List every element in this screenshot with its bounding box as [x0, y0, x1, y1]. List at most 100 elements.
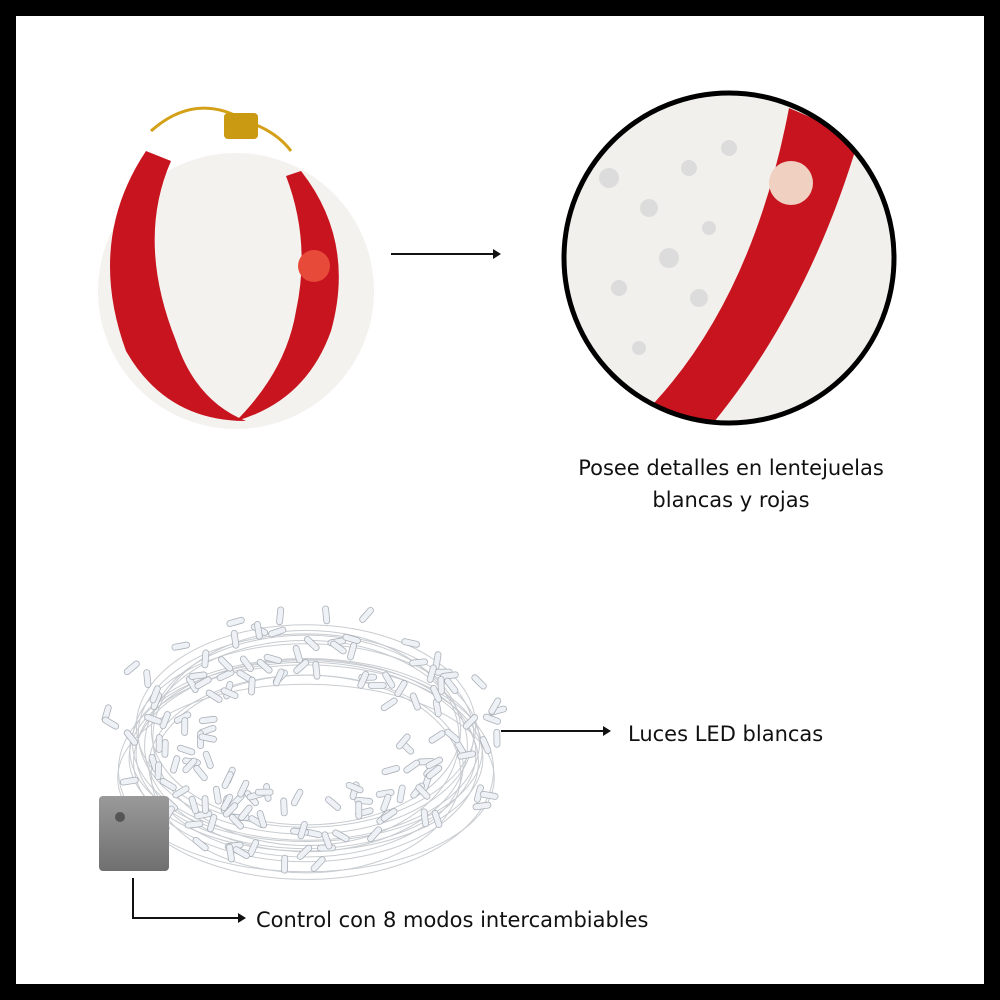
- led-bulb: [101, 716, 120, 730]
- led-bulb: [220, 687, 239, 699]
- led-bulb: [198, 715, 218, 725]
- led-bulb: [256, 810, 267, 829]
- led-bulb: [155, 734, 163, 753]
- led-bulb: [212, 785, 222, 805]
- control-caption: Control con 8 modos intercambiables: [256, 908, 649, 932]
- led-bulb: [428, 730, 446, 744]
- led-bulb: [330, 640, 347, 655]
- led-bulb: [263, 653, 283, 664]
- led-bulb: [471, 674, 487, 690]
- led-bulb: [149, 685, 161, 704]
- led-bulb: [159, 777, 177, 791]
- led-bulb: [342, 633, 361, 645]
- led-bulb: [444, 728, 461, 744]
- led-bulb: [216, 669, 235, 682]
- led-bulb: [292, 645, 303, 664]
- led-bulb: [493, 728, 501, 748]
- led-bulb: [462, 714, 479, 730]
- led-bulb: [355, 800, 363, 820]
- led-bulb: [222, 802, 239, 818]
- led-bulb: [276, 606, 285, 626]
- led-bulb: [272, 668, 285, 687]
- led-bulb: [194, 676, 212, 690]
- led-bulb: [430, 684, 443, 703]
- led-bulb: [345, 781, 364, 794]
- led-bulb: [201, 795, 209, 815]
- led-bulb: [154, 761, 163, 781]
- led-bulb: [401, 638, 420, 648]
- sequins-caption: Posee detalles en lentejuelas blancas y …: [536, 452, 926, 516]
- led-bulb: [254, 788, 274, 796]
- sequin-detail-zoom: [561, 90, 897, 426]
- led-bulb: [202, 750, 214, 769]
- led-bulb: [226, 616, 245, 627]
- led-bulb: [382, 671, 396, 689]
- led-bulb: [296, 844, 313, 860]
- led-bulb: [172, 785, 190, 799]
- led-bulb: [380, 697, 398, 712]
- led-bulb: [409, 692, 421, 711]
- led-bulb: [395, 733, 411, 750]
- led-bulb: [290, 788, 304, 807]
- led-bulb: [193, 764, 208, 781]
- led-bulb: [198, 733, 217, 743]
- led-bulb: [217, 656, 234, 672]
- led-bulb: [357, 670, 370, 689]
- led-bulb: [332, 829, 350, 843]
- led-bulb: [170, 755, 181, 774]
- led-bulb: [230, 629, 240, 649]
- led-bulb: [205, 689, 223, 703]
- led-bulb: [281, 854, 289, 874]
- led-bulb: [380, 808, 398, 822]
- led-bulb: [248, 676, 256, 696]
- led-bulb: [322, 605, 331, 625]
- led-bulb: [420, 808, 429, 828]
- led-bulb: [359, 606, 374, 623]
- led-bulb: [472, 801, 492, 811]
- led-caption: Luces LED blancas: [628, 722, 824, 746]
- arrow-elbow-icon: [132, 878, 246, 923]
- led-bulb: [226, 843, 235, 863]
- led-bulb: [182, 757, 198, 774]
- led-bulb: [396, 784, 406, 804]
- led-bulb: [188, 671, 208, 680]
- led-bulb: [239, 655, 254, 673]
- led-bulb: [367, 681, 387, 689]
- led-bulb: [159, 711, 171, 730]
- led-bulb: [184, 820, 204, 829]
- arrow-right-icon: [501, 726, 611, 736]
- led-bulb: [426, 764, 443, 780]
- led-bulb: [426, 664, 437, 683]
- arrow-right-icon: [391, 249, 501, 259]
- led-bulb: [221, 771, 234, 789]
- control-box-image: [99, 796, 169, 871]
- led-bulb: [312, 660, 321, 680]
- led-bulb: [482, 713, 501, 725]
- control-button-icon: [115, 812, 125, 822]
- led-bulb: [403, 759, 420, 774]
- led-bulb: [321, 831, 333, 850]
- led-bulb: [479, 790, 499, 800]
- led-bulb: [479, 736, 492, 754]
- led-bulb: [380, 793, 392, 812]
- led-bulb: [457, 750, 476, 760]
- led-bulb: [325, 796, 342, 811]
- led-bulb: [185, 675, 199, 693]
- led-bulb: [237, 779, 250, 798]
- led-bulb: [177, 744, 196, 756]
- led-bulb: [381, 765, 400, 776]
- led-bulb: [415, 784, 431, 800]
- led-bulb: [123, 729, 139, 746]
- led-bulb: [297, 820, 308, 840]
- led-bulb: [123, 660, 140, 676]
- led-bulb: [181, 717, 189, 736]
- led-bulb: [143, 669, 152, 688]
- led-bulb: [256, 658, 273, 674]
- led-bulb: [144, 713, 163, 725]
- led-bulb: [192, 836, 209, 852]
- ornament-image: [98, 106, 374, 429]
- led-bulb: [228, 814, 244, 830]
- led-bulb: [188, 795, 199, 815]
- led-bulb: [394, 680, 408, 698]
- led-bulb: [444, 677, 459, 694]
